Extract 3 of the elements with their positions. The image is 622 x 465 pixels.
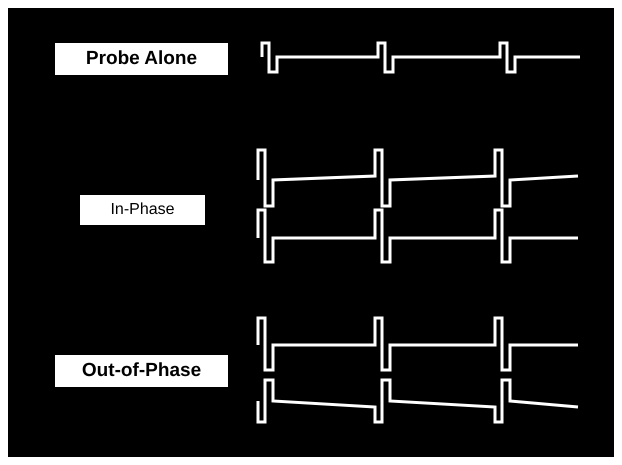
- waveform-label: Out-of-Phase: [55, 355, 228, 387]
- waveform-label: In-Phase: [80, 195, 205, 225]
- waveform-label: Probe Alone: [55, 43, 228, 75]
